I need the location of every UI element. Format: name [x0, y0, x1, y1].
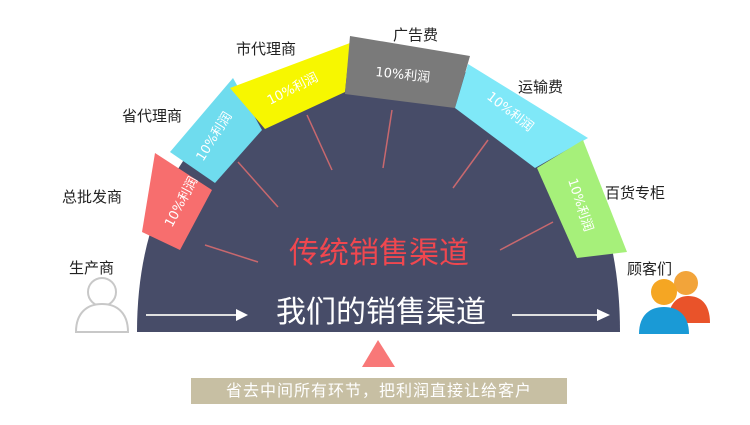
producer-person-icon: [74, 277, 130, 333]
label-producer: 生产商: [69, 259, 115, 277]
label-provincial-agent: 省代理商: [122, 107, 183, 125]
arrow-left: [146, 309, 248, 321]
traditional-channel-title: 传统销售渠道: [289, 236, 469, 271]
label-city-agent: 市代理商: [236, 40, 297, 58]
arrow-right: [512, 309, 610, 321]
label-customers: 顾客们: [627, 260, 673, 278]
segment-department-store: 10%利润: [537, 140, 627, 258]
label-wholesaler: 总批发商: [62, 188, 123, 206]
svg-text:10%利润: 10%利润: [375, 65, 431, 86]
segment-advertising: 10%利润: [345, 36, 470, 108]
segment-wholesaler: 10%利润: [142, 153, 212, 250]
pointer-triangle: [362, 340, 395, 367]
label-shipping: 运输费: [518, 78, 564, 96]
segment-city-agent: 10%利润: [230, 43, 350, 129]
segment-provincial-agent: 10%利润: [170, 78, 262, 183]
our-channel-title: 我们的销售渠道: [276, 295, 486, 330]
customers-group-icon: [639, 271, 710, 334]
half-disc: [137, 60, 620, 332]
label-department-store: 百货专柜: [605, 184, 666, 202]
slogan-banner: 省去中间所有环节，把利润直接让给客户: [191, 378, 567, 404]
label-advertising: 广告费: [393, 26, 439, 44]
rays: [204, 109, 554, 263]
